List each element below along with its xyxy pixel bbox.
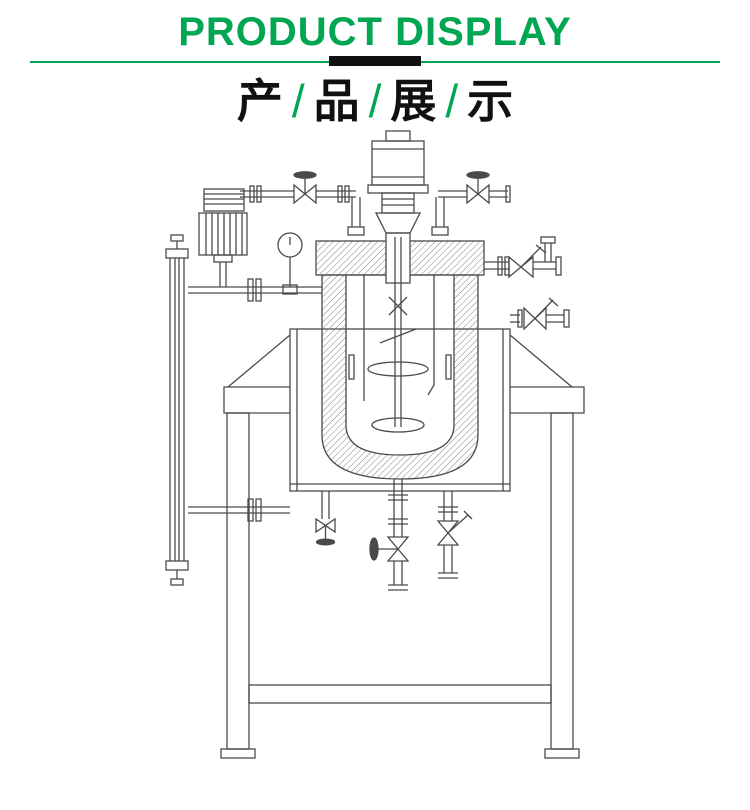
subtitle-char: 示 [467,75,514,127]
subtitle-separator: / [291,75,305,127]
agitator-assembly [367,130,429,433]
pressure-gauge [277,232,303,295]
support-stand [220,334,585,759]
page-title: PRODUCT DISPLAY [178,10,572,54]
subtitle-separator: / [445,75,459,127]
top-valves [240,171,511,236]
subtitle-char: 展 [390,75,437,127]
subtitle-separator: / [368,75,382,127]
reactor-technical-drawing [165,130,585,759]
side-valves-right [484,236,570,331]
subtitle-char: 产 [236,75,283,127]
outer-casing [289,328,511,492]
subtitle-char: 品 [313,75,360,127]
divider-bar [329,56,421,66]
circulation-pump [198,188,248,288]
product-drawing-area [0,129,750,784]
subtitle-cn: 产/品/展/示 [0,74,750,129]
bottom-discharge-valves [315,479,473,591]
divider [0,56,750,68]
level-gauge [165,234,322,586]
reactor-vessel [315,232,485,480]
